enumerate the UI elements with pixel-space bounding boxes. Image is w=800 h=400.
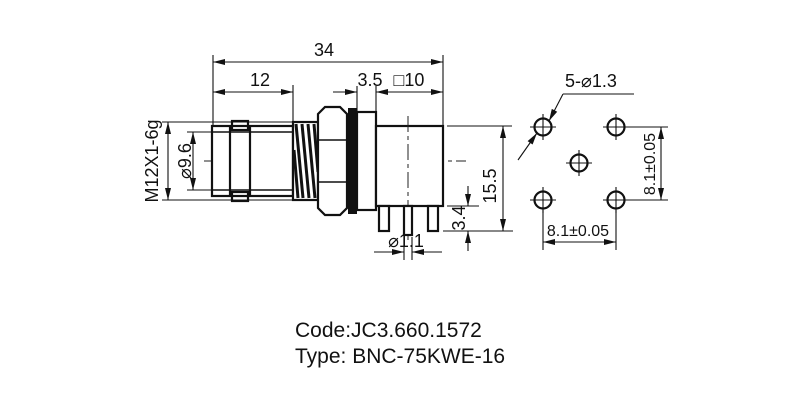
- dim-overall-label: 34: [314, 40, 334, 60]
- hole-bottom-right: [603, 187, 629, 213]
- hex-nut-outline: [316, 105, 349, 217]
- gasket-washer: [348, 108, 357, 214]
- pcb-leg-right: [426, 204, 440, 233]
- caption-type: Type: BNC-75KWE-16: [295, 345, 505, 368]
- hole-top-right: [603, 114, 629, 140]
- dim-pin-length-label: 3.4: [449, 205, 469, 230]
- side-view: [162, 105, 466, 240]
- pcb-leg-left: [377, 204, 391, 233]
- bayonet-lug-top: [230, 119, 250, 132]
- dim-pin-diameter-1-1: ⌀1.1: [374, 231, 442, 260]
- dim-plate-label: 3.5: [357, 70, 382, 90]
- dim-body-square-10: □10: [376, 70, 443, 95]
- dim-front-12: 12: [213, 70, 293, 95]
- hole-top-left: [530, 114, 556, 140]
- dim-front-diameter: ⌀9.6: [175, 131, 212, 191]
- connector-body: [374, 124, 445, 208]
- dim-front-label: 12: [250, 70, 270, 90]
- thread-spec-label: M12X1-6g: [142, 119, 162, 202]
- panel-plate: [355, 110, 378, 212]
- dim-height-label: 15.5: [480, 168, 500, 203]
- dim-body-square-label: □10: [394, 70, 425, 90]
- hole-count-callout: 5-⌀1.3: [517, 71, 634, 161]
- dim-pin-length-3-4: 3.4: [447, 186, 479, 251]
- hole-callout-label: 5-⌀1.3: [565, 71, 617, 91]
- pin-pattern-view: 5-⌀1.3 8.1±0.05 8.1±0.05: [517, 71, 668, 250]
- pin-diameter-label: ⌀1.1: [388, 231, 424, 251]
- dim-thread-m12: M12X1-6g: [142, 119, 171, 203]
- hex-nut: [316, 105, 349, 217]
- hole-bottom-left: [530, 187, 556, 213]
- dim-plate-3-5: 3.5: [333, 70, 383, 95]
- dimension-annotations: 34 12 3.5 □10 M12X1-6g: [142, 40, 513, 260]
- front-diameter-label: ⌀9.6: [175, 143, 195, 179]
- thread-section: [291, 120, 320, 202]
- bayonet-lug-bottom: [230, 190, 250, 203]
- caption-block: Code:JC3.660.1572 Type: BNC-75KWE-16: [295, 319, 505, 368]
- dim-overall-34: 34: [213, 40, 443, 65]
- hole-center: [566, 150, 592, 176]
- dim-pitch-horizontal: 8.1±0.05: [542, 210, 617, 250]
- dim-height-15-5: 15.5: [443, 125, 513, 232]
- pitch-vertical-label: 8.1±0.05: [642, 133, 659, 195]
- dim-pitch-vertical: 8.1±0.05: [626, 126, 668, 201]
- front-shell: [210, 124, 295, 198]
- pitch-horizontal-label: 8.1±0.05: [547, 223, 609, 240]
- caption-code: Code:JC3.660.1572: [295, 319, 482, 342]
- center-pin: [402, 204, 414, 237]
